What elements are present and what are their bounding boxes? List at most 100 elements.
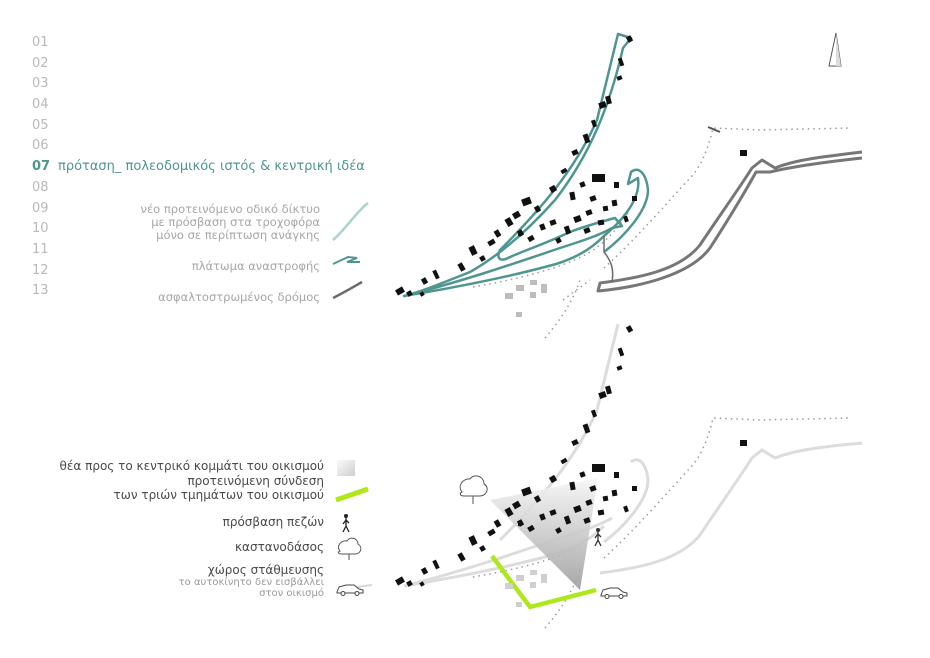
building	[560, 167, 568, 175]
parking-building	[505, 583, 513, 589]
section-number: 09	[32, 200, 49, 216]
building	[614, 472, 619, 478]
building	[504, 507, 514, 517]
legend-parking: χώρος στάθμευσης	[207, 563, 324, 577]
building	[585, 209, 593, 216]
section-index-item[interactable]: 04	[32, 95, 365, 116]
building	[479, 545, 486, 552]
building	[573, 214, 582, 224]
building	[518, 232, 522, 236]
section-index-item[interactable]: 11	[32, 240, 365, 261]
parking-building	[541, 574, 547, 583]
section-number: 10	[32, 221, 49, 237]
building	[511, 500, 522, 510]
building	[597, 219, 605, 226]
building	[539, 223, 546, 231]
legend-turnaround: πλάτωμα αναστροφής	[191, 259, 320, 273]
building	[457, 552, 466, 562]
building	[585, 499, 593, 506]
building	[420, 567, 429, 575]
top-footpath-south	[544, 279, 591, 339]
legend-view-symbol	[337, 460, 355, 476]
section-index-item[interactable]: 06	[32, 136, 365, 157]
legend-turnaround-symbol	[332, 255, 360, 265]
building	[563, 225, 572, 235]
building	[616, 365, 623, 371]
section-index-item[interactable]: 02	[32, 54, 365, 75]
section-index-item[interactable]: 13	[32, 281, 365, 302]
building	[579, 181, 586, 188]
building	[623, 215, 629, 223]
legend-connection-symbol	[335, 486, 369, 503]
building	[589, 485, 597, 492]
legend-pedestrian: πρόσβαση πεζών	[222, 515, 324, 529]
building	[487, 528, 496, 537]
building	[479, 255, 486, 262]
building	[457, 262, 466, 272]
parking-building	[530, 280, 537, 285]
parking-building	[516, 602, 522, 607]
building	[420, 277, 429, 285]
building	[539, 513, 546, 521]
building	[406, 290, 413, 297]
building	[571, 148, 579, 157]
building	[521, 486, 532, 497]
building	[583, 227, 591, 234]
proposed-connection	[490, 554, 597, 610]
section-number: 03	[32, 76, 49, 92]
top-proposed-road	[402, 32, 633, 298]
chestnut-tree-icon	[459, 475, 488, 504]
legend-asphalt-road: ασφαλτοστρωμένος δρόμος	[158, 290, 320, 304]
top-buildings	[395, 35, 747, 317]
building	[487, 238, 496, 247]
building	[569, 481, 576, 491]
building	[533, 495, 542, 503]
top-asphalt-road	[596, 150, 863, 293]
section-index-item[interactable]: 09	[32, 199, 365, 220]
section-index-item[interactable]: 03	[32, 74, 365, 95]
section-title: πρόταση_ πολεοδομικός ιστός & κεντρική ι…	[58, 159, 365, 175]
building	[548, 474, 558, 484]
legend-connection: προτεινόμενη σύνδεση των τριών τμημάτων …	[113, 474, 324, 502]
parking-building	[530, 582, 536, 588]
building	[518, 522, 522, 526]
building	[468, 245, 478, 256]
section-number: 04	[32, 97, 49, 113]
top-map	[402, 32, 863, 339]
section-index-item[interactable]: 01	[32, 33, 365, 54]
legend-view: θέα προς το κεντρικό κομμάτι του οικισμο…	[59, 459, 324, 473]
section-number: 08	[32, 179, 49, 195]
building	[592, 174, 605, 182]
section-index-item[interactable]: 05	[32, 116, 365, 137]
building	[493, 519, 502, 528]
building	[571, 438, 579, 447]
legend-pedestrian-icon	[342, 514, 350, 533]
legend-asphalt-symbol	[332, 280, 363, 300]
top-proposed-loop	[403, 168, 650, 298]
section-index-item[interactable]: 08	[32, 178, 365, 199]
building	[548, 184, 558, 194]
parking-building	[530, 570, 537, 575]
section-number: 02	[32, 55, 49, 71]
building	[419, 581, 425, 587]
building	[617, 347, 625, 357]
building	[511, 210, 522, 220]
building	[598, 100, 607, 110]
building	[406, 580, 413, 587]
building	[617, 57, 625, 67]
building	[592, 464, 605, 472]
building	[589, 195, 597, 202]
building	[579, 471, 586, 478]
section-index-item[interactable]: 10	[32, 219, 365, 240]
building	[590, 409, 598, 418]
section-index-item[interactable]: 12	[32, 261, 365, 282]
section-number: 06	[32, 138, 49, 154]
building	[602, 495, 609, 502]
parking-building	[516, 575, 524, 581]
building	[614, 182, 619, 188]
building	[611, 199, 618, 207]
section-number: 12	[32, 262, 49, 278]
building	[549, 509, 557, 516]
bottom-existing-road	[599, 441, 863, 575]
